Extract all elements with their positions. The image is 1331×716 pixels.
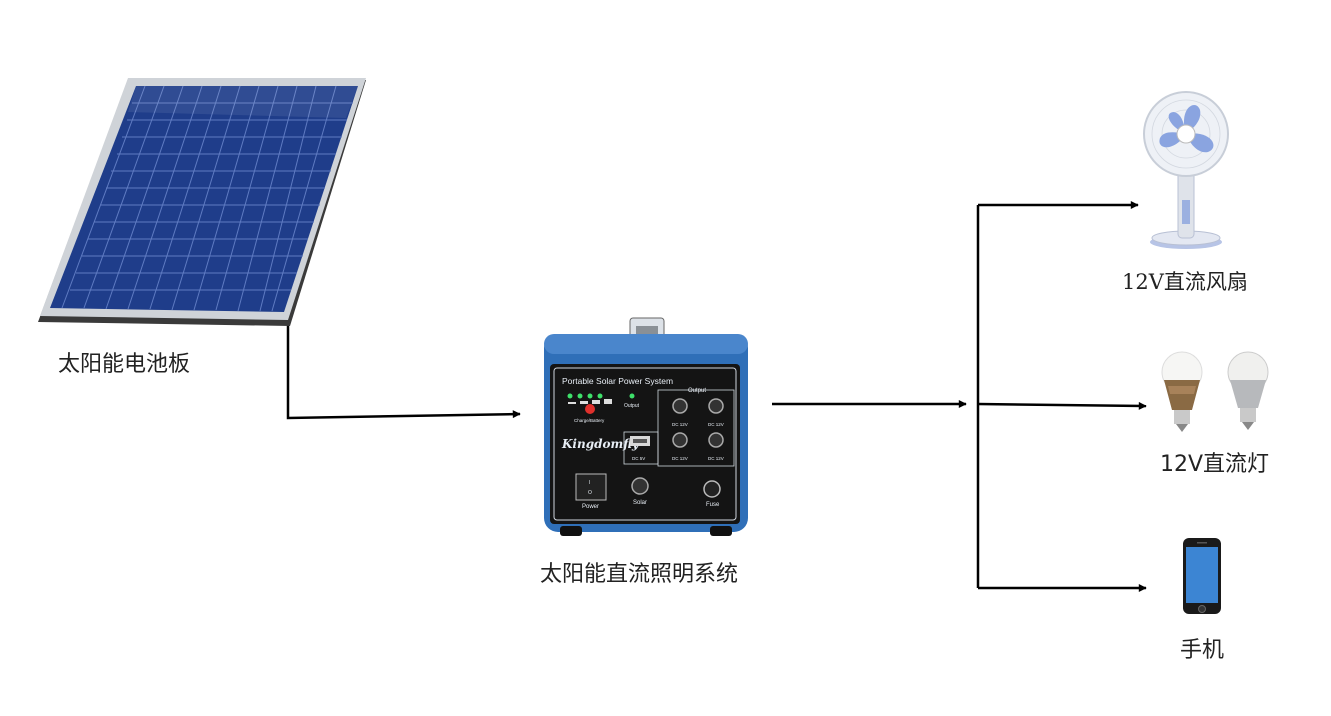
- output-led-label: Output: [624, 403, 640, 409]
- solar-panel-label: 太阳能电池板: [58, 352, 191, 377]
- switch-off-mark: O: [588, 490, 592, 496]
- brand-logo: Kingdomfly: [561, 437, 640, 451]
- bulb-icon: [1158, 350, 1274, 434]
- fuse-label: Fuse: [706, 502, 720, 508]
- solar-panel-icon: [36, 76, 368, 328]
- dc12-label-c: DC 12V: [672, 456, 688, 461]
- power-label: Power: [582, 504, 599, 510]
- charge-battery-label: Charge/Battery: [574, 418, 605, 423]
- system-label: 太阳能直流照明系统: [540, 562, 739, 587]
- dc12-label-d: DC 12V: [708, 456, 724, 461]
- arrow-panel-to-system: [286, 320, 521, 420]
- fan-label: 12V直流风扇: [1122, 270, 1248, 294]
- arrow-hub-to-lamp: [977, 401, 1147, 410]
- dc5-label: DC 5V: [632, 456, 645, 461]
- dc12-label-a: DC 12V: [672, 422, 688, 427]
- solar-label: Solar: [633, 500, 647, 506]
- dc12-label-b: DC 12V: [708, 422, 724, 427]
- fan-icon: [1138, 90, 1234, 250]
- power-box-icon: Portable Solar Power System Charge/Batte…: [540, 314, 752, 540]
- smartphone-icon: [1182, 537, 1222, 615]
- output-heading: Output: [688, 388, 706, 394]
- phone-label: 手机: [1180, 638, 1225, 663]
- switch-on-mark: I: [589, 480, 590, 486]
- device-title: Portable Solar Power System: [562, 376, 673, 386]
- lamp-label: 12V直流灯: [1160, 452, 1270, 477]
